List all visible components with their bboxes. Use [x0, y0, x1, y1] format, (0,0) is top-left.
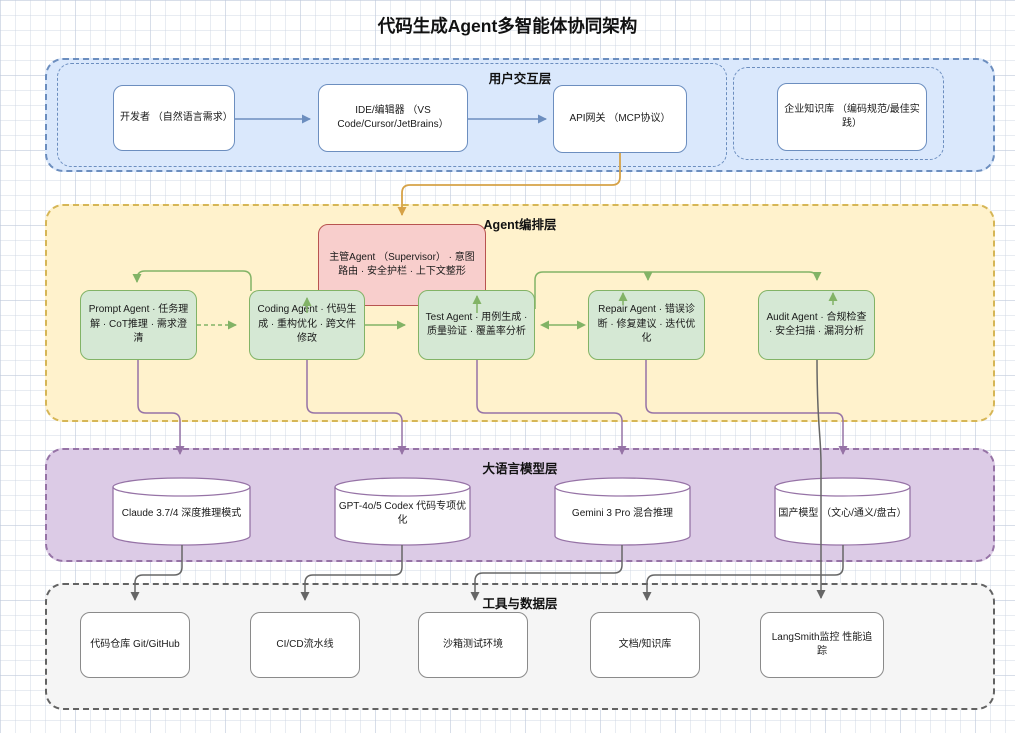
agent-prompt: Prompt Agent · 任务理解 · CoT推理 · 需求澄清: [80, 290, 197, 360]
cylinder-gpt: [334, 477, 471, 546]
tool-langsmith: LangSmith监控 性能追踪: [760, 612, 884, 678]
agent-coding: Coding Agent · 代码生成 · 重构优化 · 跨文件修改: [249, 290, 365, 360]
diagram-title: 代码生成Agent多智能体协同架构: [377, 16, 638, 36]
llm-gpt-codex-label: GPT-4o/5 Codex 代码专项优化: [338, 501, 467, 526]
agent-audit: Audit Agent · 合规检查 · 安全扫描 · 漏洞分析: [758, 290, 875, 360]
layer-llm-label: 大语言模型层: [482, 462, 558, 476]
tool-sandbox: 沙箱测试环境: [418, 612, 528, 678]
llm-domestic-label: 国产模型 （文心/通义/盘古）: [778, 508, 907, 519]
node-enterprise-kb: 企业知识库 （编码规范/最佳实践）: [777, 83, 927, 151]
node-api-gateway: API网关 （MCP协议）: [553, 85, 687, 153]
llm-claude-label: Claude 3.7/4 深度推理模式: [121, 508, 242, 519]
cylinder-claude: [112, 477, 251, 546]
agent-test: Test Agent · 用例生成 · 质量验证 · 覆盖率分析: [418, 290, 535, 360]
agent-repair: Repair Agent · 错误诊断 · 修复建议 · 迭代优化: [588, 290, 705, 360]
tool-cicd: CI/CD流水线: [250, 612, 360, 678]
user-core-group-outline: [57, 63, 727, 167]
layer-agent-orchestration-label: Agent编排层: [483, 218, 557, 232]
layer-tools-data-label: 工具与数据层: [482, 597, 558, 611]
layer-user-interaction-label: 用户交互层: [488, 72, 552, 86]
node-developer: 开发者 （自然语言需求）: [113, 85, 235, 151]
cylinder-gemini: [554, 477, 691, 546]
node-ide-editor: IDE/编辑器 （VS Code/Cursor/JetBrains）: [318, 84, 468, 152]
llm-gemini-label: Gemini 3 Pro 混合推理: [571, 508, 674, 519]
tool-code-repo: 代码仓库 Git/GitHub: [80, 612, 190, 678]
knowledge-group-outline: [733, 67, 944, 160]
cylinder-domestic: [774, 477, 911, 546]
tool-docs-kb: 文档/知识库: [590, 612, 700, 678]
